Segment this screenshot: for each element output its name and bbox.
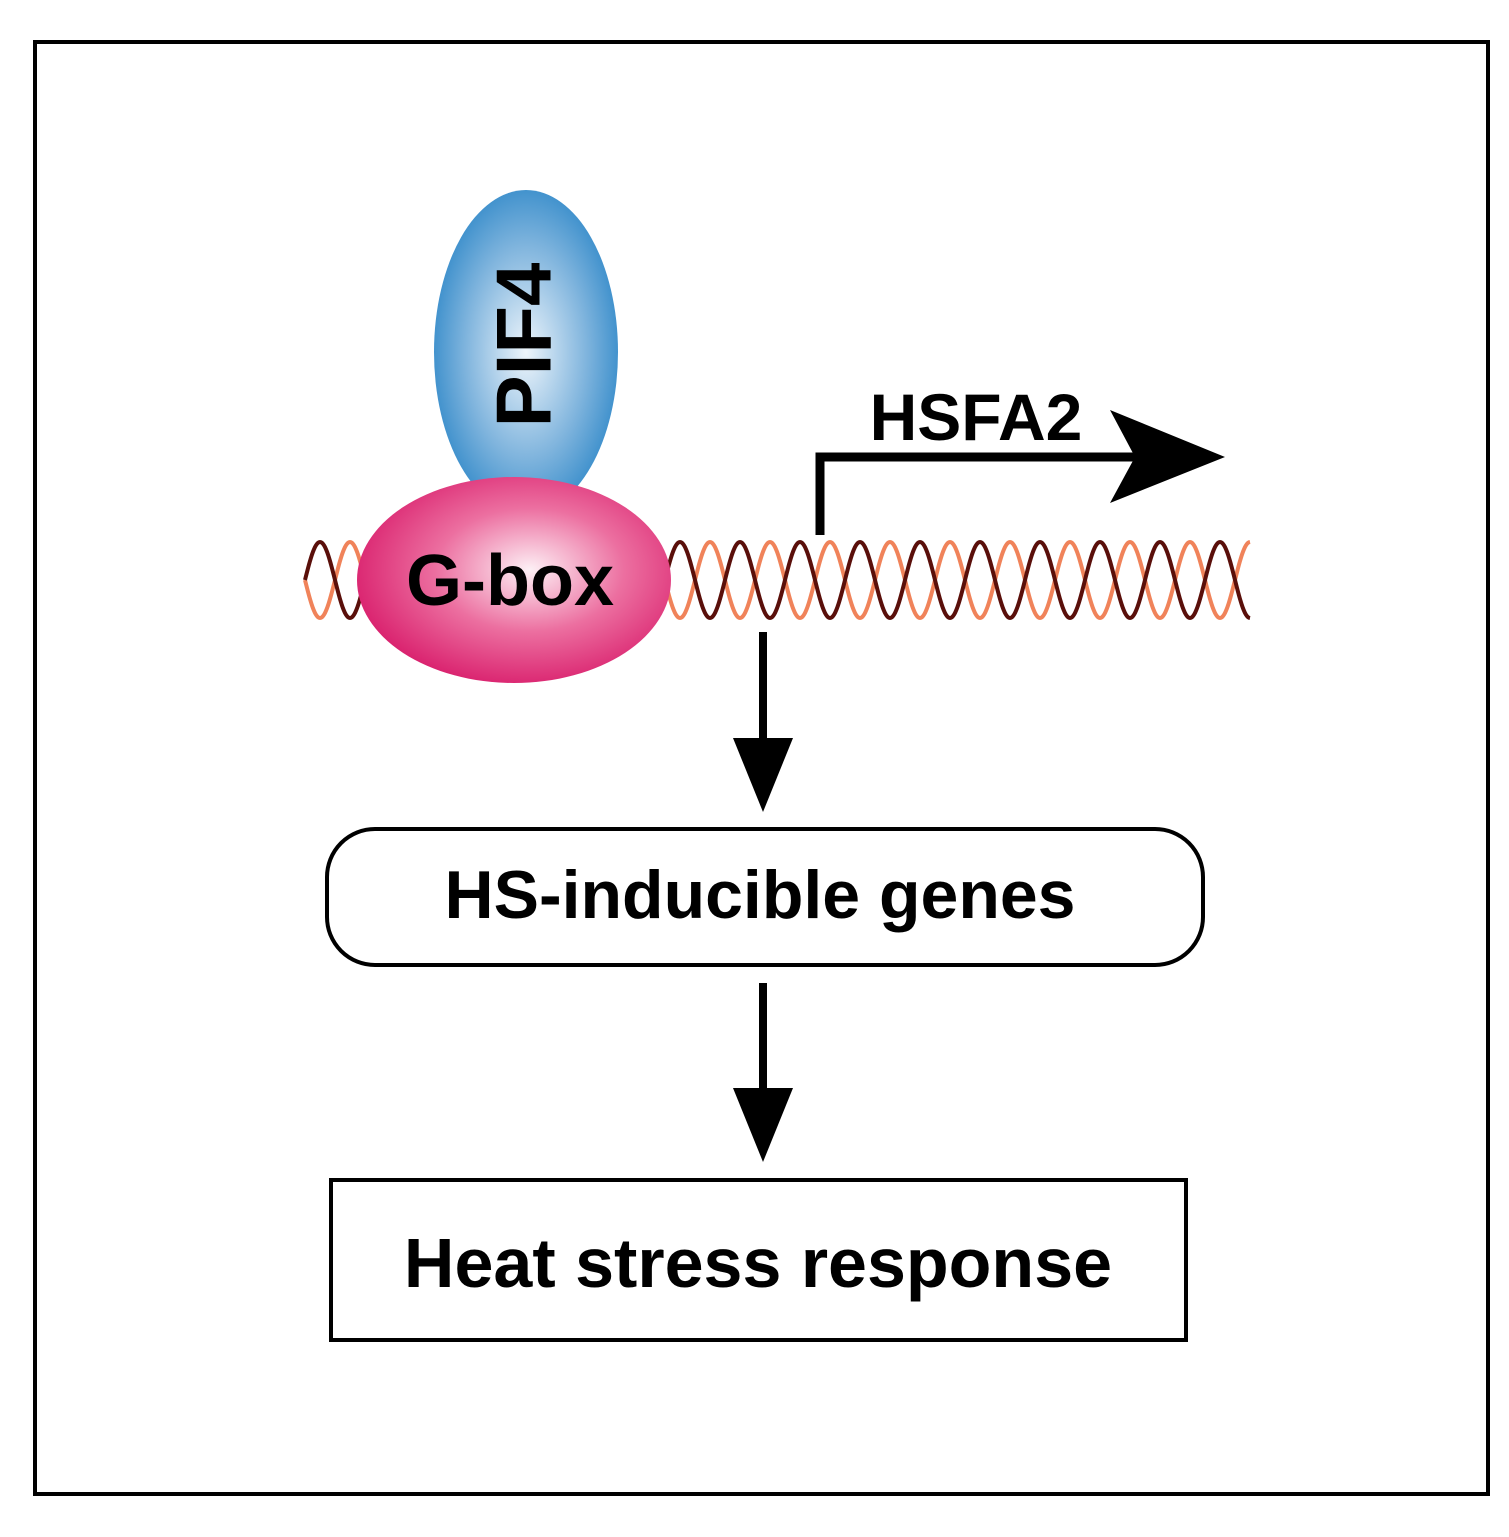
pif4-protein	[434, 190, 618, 514]
hsfa2-arrowhead	[1110, 410, 1225, 503]
arrow-1-head	[733, 738, 793, 812]
hs-genes-label: HS-inducible genes	[445, 857, 1076, 933]
heat-response-label: Heat stress response	[404, 1224, 1112, 1302]
gbox-element	[357, 477, 671, 683]
heat-response-box	[329, 1178, 1188, 1342]
hs-genes-box	[325, 827, 1205, 967]
hsfa2-label: HSFA2	[870, 380, 1083, 454]
arrow-2-head	[733, 1088, 793, 1162]
hsfa2-tss-line	[815, 452, 1160, 535]
gbox-label: G-box	[406, 541, 614, 621]
pif4-label: PIF4	[480, 263, 568, 428]
